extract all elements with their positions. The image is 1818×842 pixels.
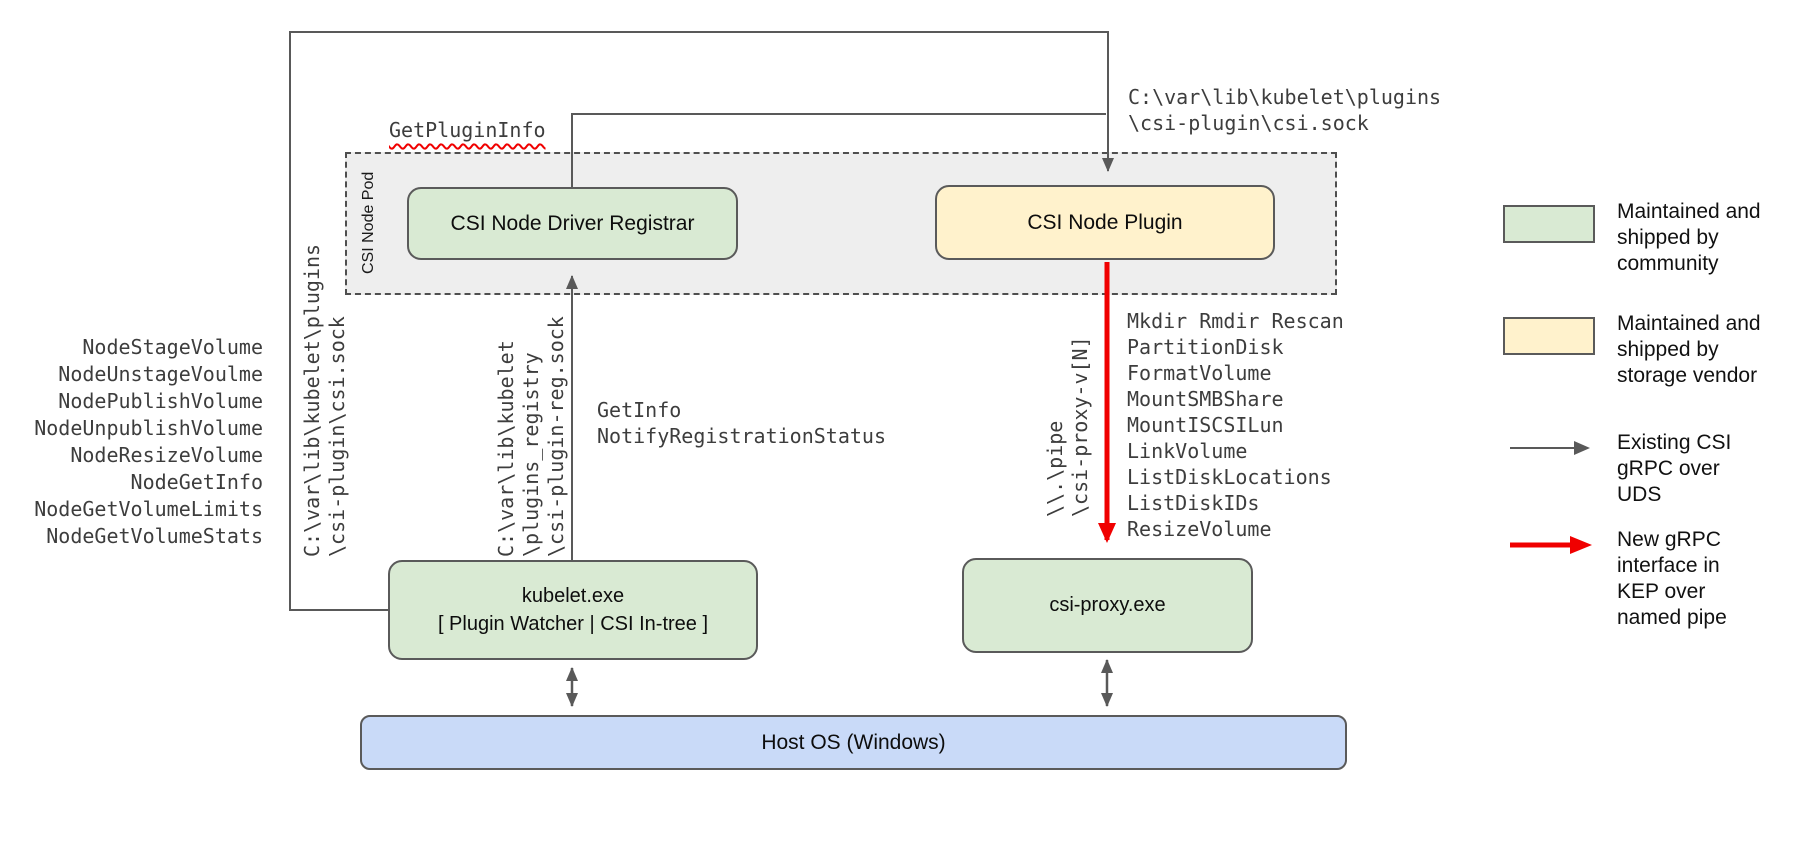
csi-node-pod-label: CSI Node Pod	[360, 171, 377, 274]
legend-line: shipped by	[1617, 338, 1719, 361]
list-item: NodeResizeVolume	[70, 443, 263, 467]
list-item: ListDiskLocations	[1127, 465, 1332, 489]
csi-node-driver-registrar-box: CSI Node Driver Registrar	[407, 187, 738, 260]
legend-line: storage vendor	[1617, 364, 1758, 387]
legend-new-grpc-text: New gRPC interface in KEP over named pip…	[1617, 527, 1727, 631]
legend-gray-arrow-icon	[1510, 441, 1590, 455]
legend-line: shipped by	[1617, 226, 1719, 249]
rotated-path-line: \\.\pipe	[1043, 420, 1067, 517]
legend-vendor-text: Maintained and shipped by storage vendor	[1617, 311, 1761, 389]
kubelet-sublabel: [ Plugin Watcher | CSI In-tree ]	[437, 613, 709, 635]
legend-line: UDS	[1617, 483, 1662, 506]
list-item: PartitionDisk	[1127, 335, 1284, 359]
list-item: LinkVolume	[1127, 439, 1248, 463]
registration-sock-rotated-label: C:\var\lib\kubelet \plugins_registry \cs…	[494, 316, 569, 557]
legend-line: Maintained and	[1617, 200, 1761, 223]
legend-line: community	[1617, 252, 1719, 275]
getinfo-label: GetInfo	[597, 398, 682, 422]
csi-sock-path-line2: \csi-plugin\csi.sock	[1128, 111, 1369, 135]
node-csi-methods-list: NodeStageVolume NodeUnstageVoulme NodePu…	[23, 334, 263, 550]
legend-community-text: Maintained and shipped by community	[1617, 199, 1761, 277]
rotated-path-line: \csi-plugin\csi.sock	[325, 316, 349, 557]
legend-line: interface in	[1617, 554, 1720, 577]
csi-node-driver-registrar-label: CSI Node Driver Registrar	[450, 211, 695, 235]
legend-line: New gRPC	[1617, 528, 1721, 551]
csi-proxy-methods-list: Mkdir Rmdir Rescan PartitionDisk FormatV…	[1127, 308, 1344, 542]
list-item: Mkdir Rmdir Rescan	[1127, 309, 1344, 333]
rotated-path-line: \csi-plugin-reg.sock	[544, 316, 568, 557]
rotated-path-line: C:\var\lib\kubelet\plugins	[300, 243, 324, 557]
list-item: NodeGetVolumeLimits	[34, 497, 263, 521]
csi-proxy-label: csi-proxy.exe	[1049, 594, 1166, 616]
legend-line: KEP over	[1617, 580, 1706, 603]
list-item: NodeStageVolume	[82, 335, 263, 359]
list-item: ResizeVolume	[1127, 517, 1272, 541]
csi-sock-path-label: C:\var\lib\kubelet\plugins \csi-plugin\c…	[1128, 84, 1441, 136]
legend-line: gRPC over	[1617, 457, 1720, 480]
legend-community-swatch	[1503, 205, 1595, 243]
kubelet-plugins-sock-rotated-label: C:\var\lib\kubelet\plugins \csi-plugin\c…	[300, 244, 350, 557]
list-item: FormatVolume	[1127, 361, 1272, 385]
list-item: NodePublishVolume	[58, 389, 263, 413]
rotated-path-line: \csi-proxy-v[N]	[1068, 336, 1092, 517]
list-item: NodeGetVolumeStats	[46, 524, 263, 548]
list-item: NodeUnpublishVolume	[34, 416, 263, 440]
legend-line: Maintained and	[1617, 312, 1761, 335]
kubelet-box: kubelet.exe [ Plugin Watcher | CSI In-tr…	[388, 560, 758, 660]
list-item: ListDiskIDs	[1127, 491, 1260, 515]
csi-node-plugin-label: CSI Node Plugin	[1027, 210, 1183, 234]
host-os-label: Host OS (Windows)	[761, 730, 946, 754]
kubelet-label: kubelet.exe	[521, 585, 625, 607]
named-pipe-rotated-label: \\.\pipe \csi-proxy-v[N]	[1043, 336, 1093, 517]
getplugininfo-label: GetPluginInfo	[389, 118, 546, 142]
list-item: MountSMBShare	[1127, 387, 1284, 411]
csi-proxy-box: csi-proxy.exe	[962, 558, 1253, 653]
csi-node-plugin-box: CSI Node Plugin	[935, 185, 1275, 260]
csi-sock-path-line1: C:\var\lib\kubelet\plugins	[1128, 85, 1442, 109]
registration-grpc-calls: GetInfo NotifyRegistrationStatus	[597, 397, 886, 449]
rotated-path-line: C:\var\lib\kubelet	[494, 340, 518, 557]
legend-vendor-swatch	[1503, 317, 1595, 355]
list-item: NodeUnstageVoulme	[58, 362, 263, 386]
legend-existing-grpc-text: Existing CSI gRPC over UDS	[1617, 430, 1731, 508]
list-item: MountISCSILun	[1127, 413, 1284, 437]
legend-line: named pipe	[1617, 606, 1727, 629]
legend-red-arrow-icon	[1510, 536, 1592, 554]
rotated-path-line: \plugins_registry	[519, 352, 543, 557]
legend-line: Existing CSI	[1617, 431, 1732, 454]
host-os-box: Host OS (Windows)	[360, 715, 1347, 770]
notify-registration-status-label: NotifyRegistrationStatus	[597, 424, 886, 448]
list-item: NodeGetInfo	[130, 470, 263, 494]
